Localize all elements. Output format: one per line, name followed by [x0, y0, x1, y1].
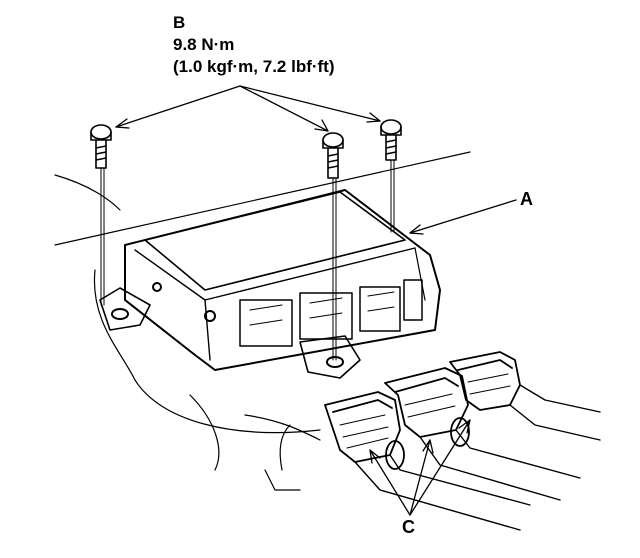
torque-spec-nm: 9.8 N·m: [173, 35, 235, 54]
bolt-middle: [322, 132, 344, 179]
callout-c-label: C: [402, 517, 415, 537]
control-unit-body: [99, 189, 441, 379]
harness-connector-1: [324, 391, 531, 531]
bolt-left: [90, 124, 112, 169]
unit-connector-sockets: [239, 279, 423, 347]
callout-a-arrow: [409, 199, 517, 235]
harness-connector-3: [449, 351, 601, 441]
floor-panel-outline: [54, 151, 471, 491]
callout-c-arrows: [369, 419, 471, 516]
torque-leader-arrows: [115, 85, 381, 132]
callout-a-label: A: [520, 189, 533, 209]
harness-connector-2: [384, 367, 581, 501]
torque-spec-other-units: (1.0 kgf·m, 7.2 lbf·ft): [173, 57, 335, 76]
bolt-guide-lines: [100, 159, 395, 361]
bolt-right: [380, 119, 402, 161]
torque-spec-letter: B: [173, 13, 186, 32]
